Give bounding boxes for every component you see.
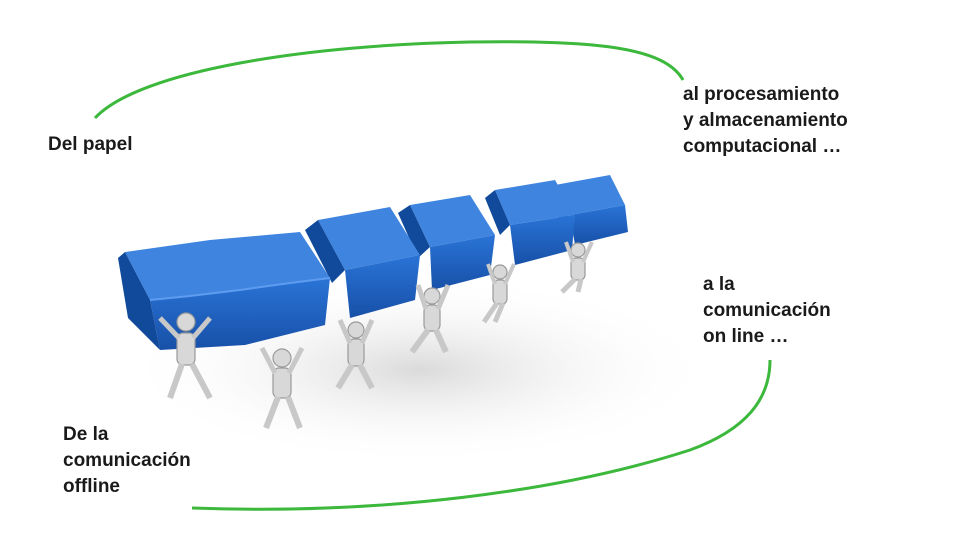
label-to-online-line-2: comunicación [703, 300, 831, 321]
letter-w-5 [545, 175, 628, 245]
figure-5 [481, 263, 516, 324]
figure-4 [409, 284, 451, 354]
figure-6 [560, 241, 594, 294]
label-to-online: a la comunicación on line … [703, 272, 831, 350]
label-from-paper-text: Del papel [48, 134, 133, 155]
label-from-offline-line-2: comunicación [63, 450, 191, 471]
label-from-offline-line-3: offline [63, 476, 120, 497]
figure-3 [335, 319, 375, 390]
label-to-computing-line-1: al procesamiento [683, 84, 840, 105]
label-to-computing: al procesamiento y almacenamiento comput… [683, 82, 848, 160]
figure-1 [158, 312, 213, 400]
label-to-computing-line-3: computacional … [683, 136, 842, 157]
label-from-paper: Del papel [48, 132, 132, 158]
letter-w-3 [398, 195, 495, 290]
label-to-online-line-1: a la [703, 274, 735, 295]
figure-2 [259, 346, 305, 430]
carrying-figures [158, 241, 594, 430]
top-arc [93, 40, 685, 120]
bottom-arc [191, 359, 772, 511]
letter-w-4 [485, 180, 575, 265]
letter-w-2 [305, 207, 420, 318]
www-letters [118, 175, 628, 350]
label-from-offline-line-1: De la [63, 424, 109, 445]
label-from-offline: De la comunicación offline [63, 422, 191, 500]
label-to-computing-line-2: y almacenamiento [683, 110, 848, 131]
label-to-online-line-3: on line … [703, 326, 789, 347]
